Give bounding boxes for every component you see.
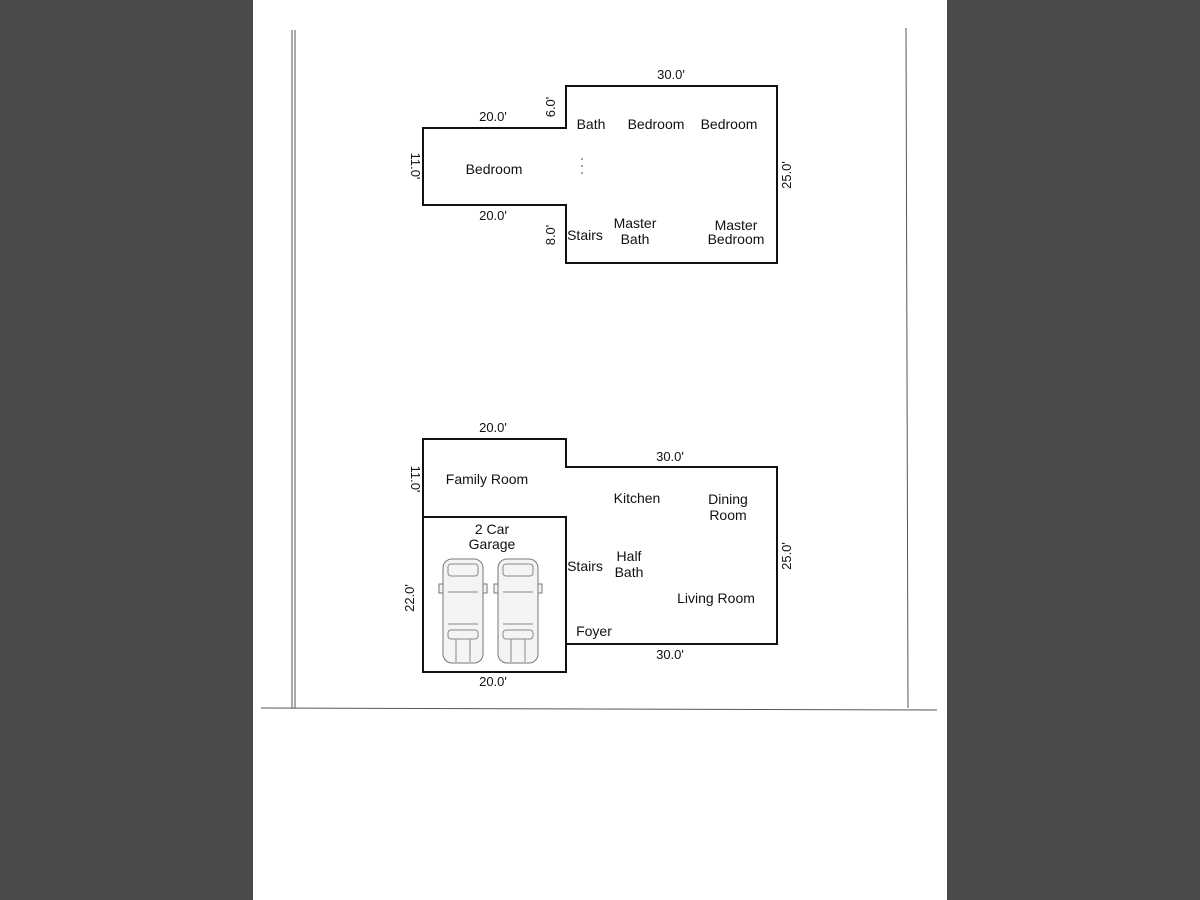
dining-room-label-line1: Dining xyxy=(708,491,748,507)
upper-top-dimension: 30.0' xyxy=(657,67,685,82)
upper-wing-bottom-dimension: 20.0' xyxy=(479,208,507,223)
garage-label-line2: Garage xyxy=(469,536,516,552)
upper-bedroom-label-b: Bedroom xyxy=(701,116,758,132)
upper-bath-label: Bath xyxy=(577,116,606,132)
upper-master-bedroom-label-line1: Master xyxy=(715,217,758,233)
lower-wing-top-dimension: 20.0' xyxy=(479,420,507,435)
upper-step-top-dimension: 6.0' xyxy=(543,97,558,118)
car-body xyxy=(497,558,539,664)
upper-wing-left-dimension: 11.0' xyxy=(408,153,423,180)
lower-garage-bottom-dimension: 20.0' xyxy=(479,674,507,689)
right-border-line xyxy=(905,27,909,709)
upper-master-bath-label-line1: Master xyxy=(614,215,657,231)
floor-plan-drawing: 30.0' 20.0' 20.0' 11.0' 6.0' 8.0' 25.0' … xyxy=(260,27,938,711)
foyer-label: Foyer xyxy=(576,623,612,639)
lower-wing-left-dimension: 11.0' xyxy=(408,466,423,493)
marker-dot xyxy=(581,172,583,174)
upper-bedroom-label-a: Bedroom xyxy=(628,116,685,132)
upper-master-bedroom-label-line2: Bedroom xyxy=(708,231,765,247)
upper-master-bath-label-line2: Bath xyxy=(621,231,650,247)
car-rear-window xyxy=(447,629,479,640)
half-bath-label-line1: Half xyxy=(617,548,642,564)
lower-garage-left-dimension: 22.0' xyxy=(402,584,417,612)
bottom-border-line xyxy=(260,707,938,711)
garage-label-line1: 2 Car xyxy=(475,521,510,537)
garage-walls xyxy=(422,516,567,673)
upper-step-bottom-dimension: 8.0' xyxy=(543,225,558,246)
kitchen-label: Kitchen xyxy=(614,490,661,506)
lower-right-dimension: 25.0' xyxy=(779,542,794,570)
upper-stairs-label: Stairs xyxy=(567,227,603,243)
upper-floor-outline xyxy=(422,85,778,264)
half-bath-label-line2: Bath xyxy=(615,564,644,580)
car-mirror xyxy=(438,583,444,594)
lower-floor-plan: 20.0' 30.0' 11.0' 22.0' 25.0' 30.0' 20.0… xyxy=(402,420,794,689)
car-mirror xyxy=(537,583,543,594)
family-room-label: Family Room xyxy=(446,471,528,487)
car-windshield xyxy=(502,563,534,577)
marker-dot xyxy=(581,158,583,160)
upper-floor-plan: 30.0' 20.0' 20.0' 11.0' 6.0' 8.0' 25.0' … xyxy=(408,67,794,264)
car-body xyxy=(442,558,484,664)
lower-main-top-dimension: 30.0' xyxy=(656,449,684,464)
floor-plan-sheet: 30.0' 20.0' 20.0' 11.0' 6.0' 8.0' 25.0' … xyxy=(253,0,947,900)
marker-dot xyxy=(581,165,583,167)
upper-wing-top-dimension: 20.0' xyxy=(479,109,507,124)
car-icon xyxy=(493,558,543,664)
car-icon xyxy=(438,558,488,664)
dining-room-label-line2: Room xyxy=(709,507,746,523)
living-room-label: Living Room xyxy=(677,590,755,606)
car-windshield xyxy=(447,563,479,577)
upper-wing-bedroom-label: Bedroom xyxy=(466,161,523,177)
upper-right-dimension: 25.0' xyxy=(779,161,794,189)
lower-stairs-label: Stairs xyxy=(567,558,603,574)
lower-main-bottom-dimension: 30.0' xyxy=(656,647,684,662)
car-rear-window xyxy=(502,629,534,640)
car-mirror xyxy=(493,583,499,594)
car-mirror xyxy=(482,583,488,594)
